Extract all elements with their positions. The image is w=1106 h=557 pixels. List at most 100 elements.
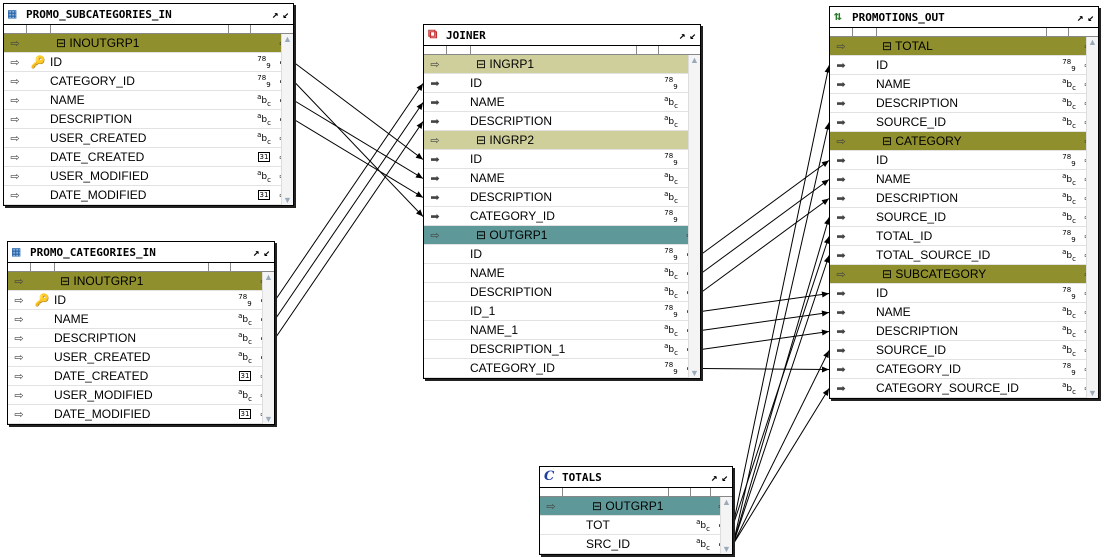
group-collapse-icon[interactable]: ⊟	[476, 228, 490, 242]
operator-title-bar[interactable]: ▦ PROMO_SUBCATEGORIES_IN ↗ ↙	[4, 4, 293, 25]
group-row-inoutgrp1[interactable]: ⇨⊟ INOUTGRP1⇨	[4, 34, 293, 53]
group-collapse-icon[interactable]: ⊟	[56, 36, 70, 50]
minimize-icon[interactable]: ↙	[721, 470, 728, 484]
scroll-down-icon[interactable]: ▼	[264, 414, 273, 424]
mapping-line[interactable]	[700, 198, 830, 293]
group-row-inoutgrp1[interactable]: ⇨⊟ INOUTGRP1⇨	[8, 272, 274, 291]
scroll-up-icon[interactable]: ▲	[722, 497, 731, 507]
minimize-icon[interactable]: ↙	[263, 245, 270, 259]
operator-promo-categories-in[interactable]: ▦ PROMO_CATEGORIES_IN ↗ ↙ ⇨⊟ INOUTGRP1⇨⇨…	[7, 241, 275, 425]
minimize-icon[interactable]: ↙	[1087, 10, 1094, 24]
group-row-category[interactable]: ⇨⊟ CATEGORY⇨	[830, 132, 1098, 151]
mapping-line[interactable]	[700, 179, 830, 274]
maximize-icon[interactable]: ↗	[252, 245, 260, 259]
vertical-scrollbar[interactable]: ▲▼	[1086, 37, 1098, 398]
group-row-ingrp1[interactable]: ⇨⊟ INGRP1	[424, 55, 700, 74]
group-collapse-icon[interactable]: ⊟	[60, 274, 74, 288]
mapping-line[interactable]	[274, 102, 424, 320]
operator-title-bar[interactable]: ⇅ PROMOTIONS_OUT ↗ ↙	[830, 7, 1098, 28]
mapping-line[interactable]	[293, 119, 424, 198]
mapping-line[interactable]	[732, 122, 830, 545]
group-collapse-icon[interactable]: ⊟	[882, 39, 896, 53]
vertical-scrollbar[interactable]: ▲▼	[262, 272, 274, 424]
group-row-outgrp1[interactable]: ⇨⊟ OUTGRP1⇨	[540, 497, 732, 516]
mapping-line[interactable]	[274, 83, 424, 301]
group-row-total[interactable]: ⇨⊟ TOTAL⇨	[830, 37, 1098, 56]
scroll-down-icon[interactable]: ▼	[722, 544, 731, 554]
mapping-line[interactable]	[732, 217, 830, 545]
maximize-icon[interactable]: ↗	[1076, 10, 1084, 24]
operator-promotions-out[interactable]: ⇅ PROMOTIONS_OUT ↗ ↙ ⇨⊟ TOTAL⇨➡ID789⇨➡NA…	[829, 6, 1099, 399]
maximize-icon[interactable]: ↗	[271, 7, 279, 21]
mapping-line[interactable]	[700, 331, 830, 350]
operator-totals[interactable]: C TOTALS ↗ ↙ ⇨⊟ OUTGRP1⇨TOTabc➡SRC_IDabc…	[539, 466, 733, 555]
mapping-line[interactable]	[700, 293, 830, 312]
scroll-up-icon[interactable]: ▲	[283, 34, 292, 44]
mapping-line[interactable]	[700, 160, 830, 255]
scroll-down-icon[interactable]: ▼	[690, 368, 699, 378]
operator-promo-subcategories-in[interactable]: ▦ PROMO_SUBCATEGORIES_IN ↗ ↙ ⇨⊟ INOUTGRP…	[3, 3, 294, 206]
operator-title-bar[interactable]: ▦ PROMO_CATEGORIES_IN ↗ ↙	[8, 242, 274, 263]
scroll-down-icon[interactable]: ▼	[1088, 388, 1097, 398]
scroll-down-icon[interactable]: ▼	[283, 195, 292, 205]
minimize-icon[interactable]: ↙	[282, 7, 289, 21]
group-collapse-icon[interactable]: ⊟	[882, 267, 896, 281]
scroll-up-icon[interactable]: ▲	[1088, 37, 1097, 47]
mapping-line[interactable]	[293, 81, 424, 217]
mapping-line[interactable]	[700, 368, 830, 370]
mapping-line[interactable]	[274, 121, 424, 339]
mapping-line[interactable]	[732, 350, 830, 545]
group-row-ingrp2[interactable]: ⇨⊟ INGRP2	[424, 131, 700, 150]
group-collapse-icon[interactable]: ⊟	[476, 57, 490, 71]
operator-title-bar[interactable]: ⧉ JOINER ↗ ↙	[424, 25, 700, 46]
mapping-line[interactable]	[732, 65, 830, 526]
operator-title-bar[interactable]: C TOTALS ↗ ↙	[540, 467, 732, 488]
scroll-up-icon[interactable]: ▲	[690, 55, 699, 65]
vertical-scrollbar[interactable]: ▲▼	[688, 55, 700, 378]
mapping-line[interactable]	[732, 255, 830, 545]
mapping-line[interactable]	[732, 388, 830, 545]
group-row-subcategory[interactable]: ⇨⊟ SUBCATEGORY⇨	[830, 265, 1098, 284]
